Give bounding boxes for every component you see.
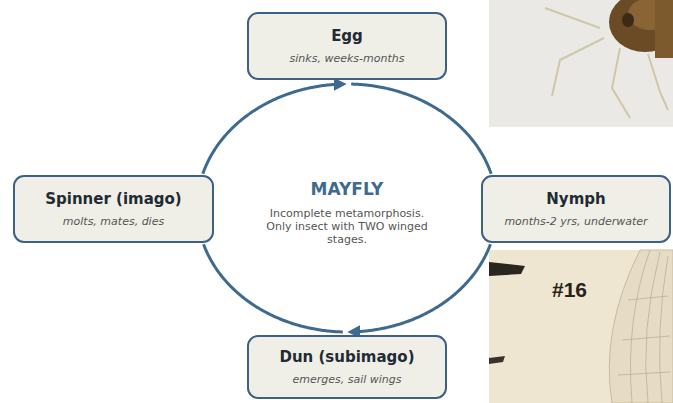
stage-name: Nymph (546, 190, 605, 208)
wing-photo (489, 250, 673, 403)
stage-box: Egg sinks, weeks-months (247, 12, 447, 80)
cycle-arrow (204, 244, 343, 332)
stage-note: sinks, weeks-months (290, 52, 405, 65)
stage-box: Nymph months-2 yrs, underwater (481, 175, 671, 243)
stage-note: molts, mates, dies (63, 215, 164, 228)
stage-note: emerges, sail wings (292, 373, 401, 386)
nymph-photo (489, 0, 673, 127)
cycle-arrow (203, 84, 343, 174)
diagram-subtitle: Incomplete metamorphosis. Only insect wi… (264, 208, 430, 247)
stage-note: months-2 yrs, underwater (504, 215, 647, 228)
stage-name: Egg (331, 27, 363, 45)
cycle-arrow (351, 84, 491, 174)
diagram-title: MAYFLY (247, 179, 447, 199)
stage-name: Spinner (imago) (45, 190, 181, 208)
stage-box: Spinner (imago) molts, mates, dies (13, 175, 214, 243)
specimen-number: #16 (552, 278, 587, 302)
stage-box: Dun (subimago) emerges, sail wings (247, 335, 447, 399)
cycle-arrow (351, 244, 490, 332)
stage-name: Dun (subimago) (279, 348, 414, 366)
